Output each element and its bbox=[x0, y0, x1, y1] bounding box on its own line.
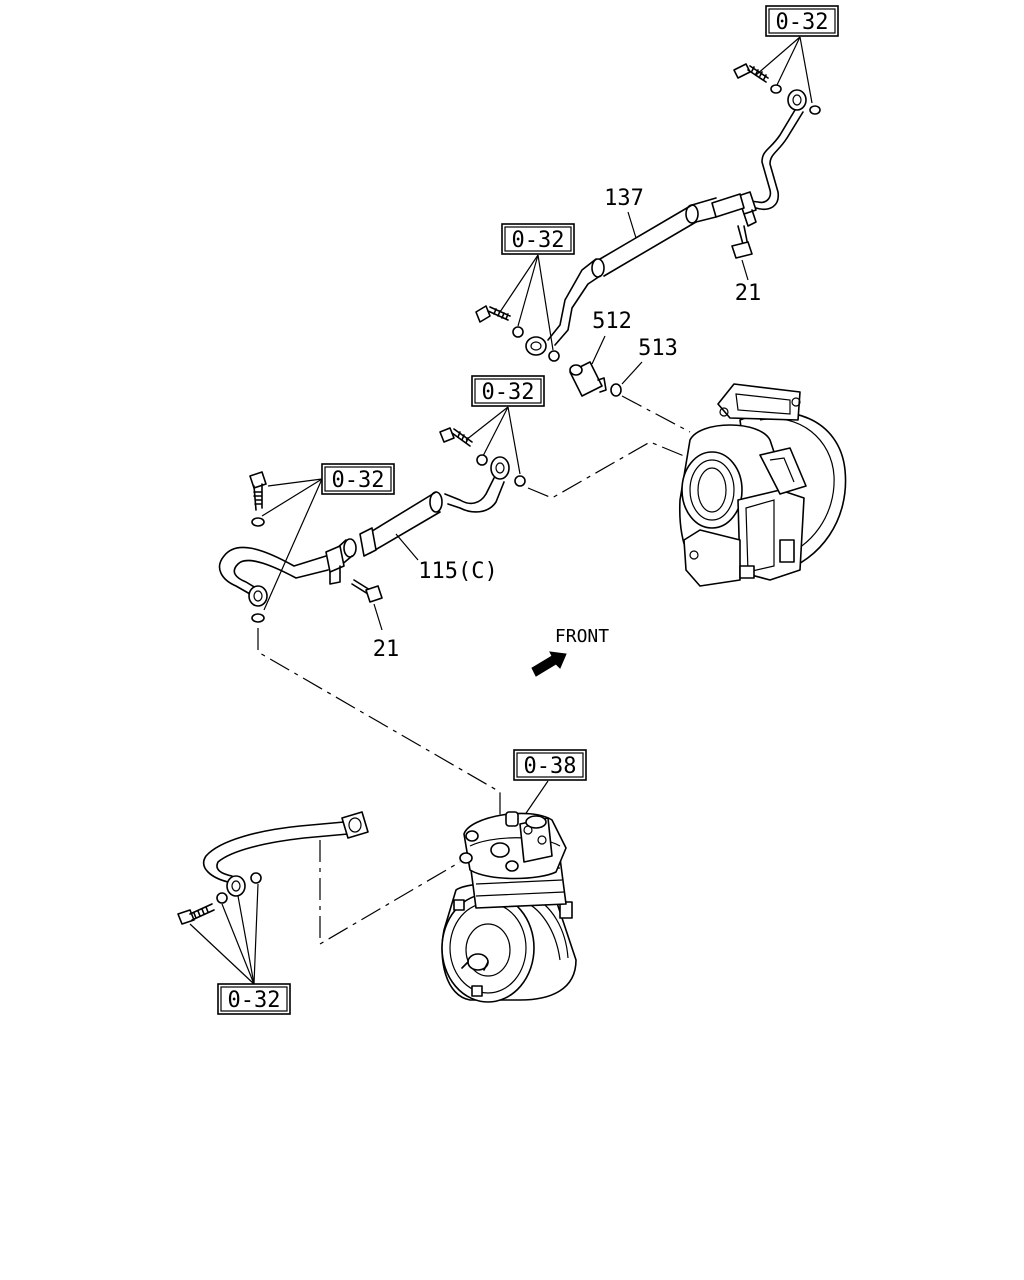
leader-lines-top-right bbox=[755, 36, 813, 104]
bolt-icon bbox=[733, 63, 769, 83]
bolt-21-upper[interactable] bbox=[731, 225, 753, 259]
ref-box-top-right[interactable]: 0-32 bbox=[765, 5, 839, 37]
centerline-pipe-compressor bbox=[257, 628, 501, 838]
eye-fitting-icon bbox=[248, 585, 268, 607]
eye-fitting-icon bbox=[787, 89, 807, 111]
part-label-513: 513 bbox=[638, 336, 678, 361]
washer-icon bbox=[512, 326, 524, 338]
front-label: FRONT bbox=[555, 626, 609, 647]
part-label-21-lower: 21 bbox=[373, 637, 400, 662]
eye-fitting-icon bbox=[490, 456, 510, 480]
bolt-icon bbox=[475, 305, 511, 323]
part-label-512: 512 bbox=[592, 309, 632, 334]
ref-box-compressor[interactable]: 0-38 bbox=[513, 749, 587, 781]
washer-icon bbox=[548, 350, 560, 362]
eye-fitting-icon bbox=[341, 811, 369, 839]
washer-icon bbox=[250, 872, 262, 884]
leader-line-513 bbox=[621, 361, 643, 385]
ref-label-top-right: 0-32 bbox=[776, 10, 829, 35]
leader-line-21-upper bbox=[741, 259, 749, 281]
turbocharger[interactable] bbox=[679, 383, 847, 587]
washer-icon bbox=[476, 454, 488, 466]
bolt-21-lower[interactable] bbox=[351, 579, 383, 603]
ref-label-compressor: 0-38 bbox=[524, 754, 577, 779]
eye-fitting-icon bbox=[226, 875, 246, 897]
washer-icon bbox=[251, 517, 265, 527]
leader-line-512 bbox=[591, 335, 606, 365]
oil-pipe-115c[interactable] bbox=[218, 477, 505, 595]
ref-box-left[interactable]: 0-32 bbox=[321, 463, 395, 495]
washer-icon bbox=[251, 613, 265, 623]
oil-pipe-137[interactable] bbox=[547, 109, 804, 346]
washer-icon bbox=[809, 105, 821, 115]
centerline-pipe-turbo bbox=[527, 441, 685, 499]
part-label-21-upper: 21 bbox=[735, 281, 762, 306]
leader-lines-mid bbox=[465, 406, 521, 475]
ref-box-mid-upper[interactable]: 0-32 bbox=[501, 223, 575, 255]
leader-line-137 bbox=[627, 211, 637, 239]
air-compressor[interactable] bbox=[441, 811, 577, 1003]
washer-icon bbox=[216, 892, 228, 904]
ref-label-mid-upper: 0-32 bbox=[512, 228, 565, 253]
bolt-icon bbox=[249, 471, 267, 511]
washer-icon bbox=[770, 84, 782, 94]
ref-label-left: 0-32 bbox=[332, 468, 385, 493]
ref-box-bottom[interactable]: 0-32 bbox=[217, 983, 291, 1015]
leader-line-21-lower bbox=[373, 603, 383, 631]
ref-label-mid: 0-32 bbox=[482, 380, 535, 405]
leader-lines-left bbox=[261, 478, 323, 611]
leader-lines-mid-upper bbox=[499, 254, 554, 351]
centerline-pipe-compressor-lower bbox=[319, 840, 461, 946]
front-arrow-icon bbox=[531, 651, 567, 677]
union-512[interactable] bbox=[569, 361, 607, 397]
ref-box-mid[interactable]: 0-32 bbox=[471, 375, 545, 407]
oil-return-pipe[interactable] bbox=[203, 811, 369, 897]
ref-label-bottom: 0-32 bbox=[228, 988, 281, 1013]
washer-icon bbox=[514, 475, 526, 487]
bolt-icon bbox=[177, 903, 215, 925]
part-label-115c: 115(C) bbox=[418, 559, 497, 584]
washer-513[interactable] bbox=[610, 383, 622, 397]
part-label-137: 137 bbox=[604, 186, 644, 211]
eye-fitting-icon bbox=[525, 336, 547, 356]
centerline-513-turbo bbox=[621, 395, 691, 433]
leader-lines-bottom bbox=[189, 883, 259, 985]
leader-line-115c bbox=[395, 533, 419, 561]
bolt-icon bbox=[439, 427, 473, 447]
